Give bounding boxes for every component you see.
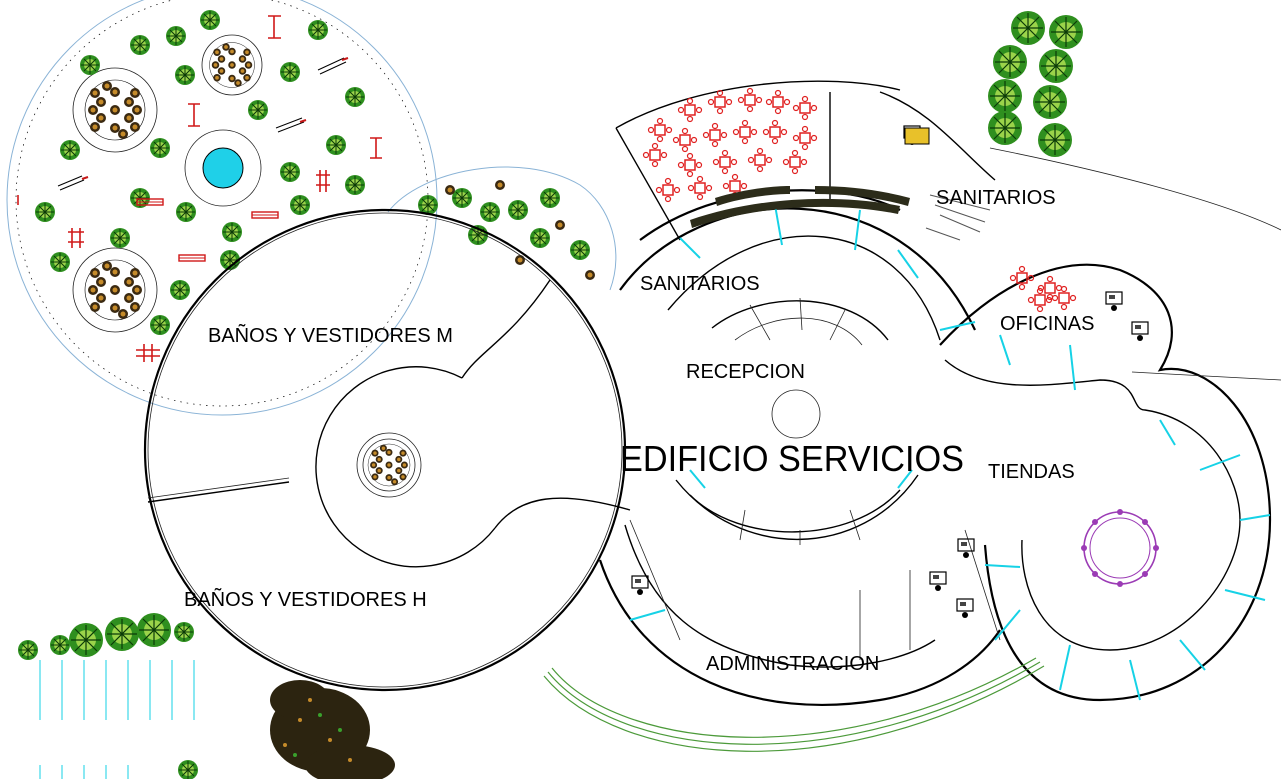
sanitarios-fixtures	[904, 127, 991, 241]
planter-rows	[690, 186, 910, 228]
tree-group-southwest	[17, 612, 395, 779]
shrub-cluster-icon	[85, 80, 145, 140]
desk-icon	[631, 575, 649, 596]
label-oficinas: OFICINAS	[1000, 313, 1094, 335]
label-recepcion: RECEPCION	[686, 361, 805, 383]
label-administracion: ADMINISTRACION	[706, 653, 879, 675]
label-banos-h: BAÑOS Y VESTIDORES H	[184, 587, 427, 611]
label-banos-m: BAÑOS Y VESTIDORES M	[208, 323, 453, 347]
label-sanitarios-right: SANITARIOS	[936, 187, 1056, 209]
shrub-cluster-icon	[85, 260, 145, 320]
garden-lobe	[387, 166, 617, 291]
table-set-icon	[647, 117, 673, 143]
label-sanitarios-left: SANITARIOS	[640, 273, 760, 295]
label-tiendas: TIENDAS	[988, 461, 1075, 483]
garden-plaza	[6, 0, 438, 416]
window-partitions	[629, 204, 1271, 701]
fountain-icon	[202, 147, 244, 189]
building-outline	[143, 80, 1272, 752]
building-title: EDIFICIO SERVICIOS	[620, 438, 964, 479]
tree-group-northeast	[987, 10, 1281, 381]
